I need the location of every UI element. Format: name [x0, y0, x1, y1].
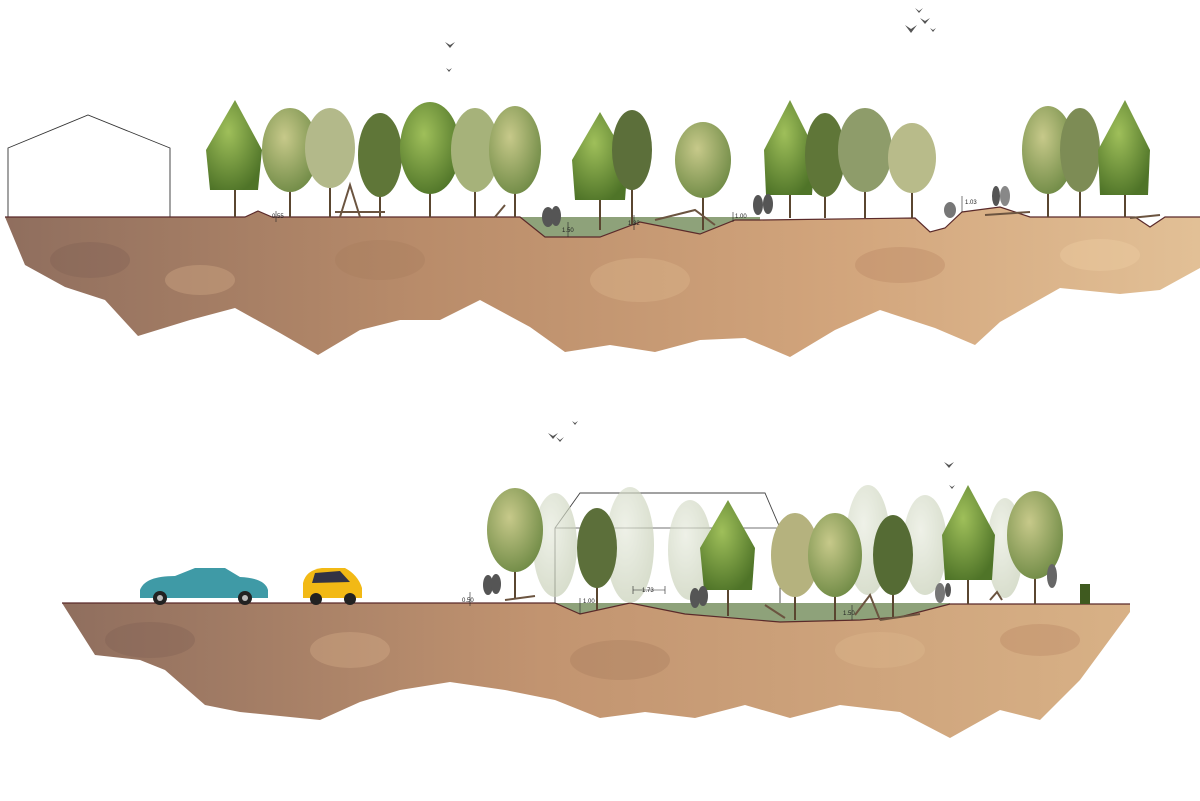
tree-row-top	[206, 100, 1150, 230]
tree	[358, 113, 402, 217]
soil-texture-bottom	[105, 622, 1080, 680]
tree	[451, 108, 499, 217]
tree	[838, 108, 892, 218]
tree	[700, 500, 755, 616]
tree	[888, 123, 936, 218]
ground-line-bottom	[62, 602, 1130, 623]
birds-bottom	[548, 421, 955, 489]
svg-text:1.50: 1.50	[843, 611, 855, 617]
grass-dip-1	[520, 217, 760, 237]
tree-row-bottom-faded	[533, 485, 1023, 603]
tree	[1007, 491, 1063, 604]
tree	[572, 112, 628, 230]
tree	[1022, 106, 1074, 217]
tree	[942, 485, 995, 604]
tree	[675, 122, 731, 230]
svg-text:1.00: 1.00	[583, 599, 595, 605]
svg-text:0.55: 0.55	[272, 214, 284, 220]
svg-text:0.50: 0.50	[462, 598, 474, 604]
tree	[400, 102, 460, 217]
dimension-4: 1.00	[732, 212, 747, 222]
section-top: 0.55 1.50 1.32 1.00 1.03	[5, 8, 1200, 357]
birds-top	[445, 8, 936, 72]
ground-line	[5, 206, 1200, 238]
log-structures-top	[335, 181, 1161, 226]
dimension-b2: 1.00	[579, 598, 595, 614]
tree	[805, 113, 845, 218]
soil-mass-bottom	[62, 603, 1130, 738]
dimension-b3: 1.73	[632, 586, 666, 594]
dimension-b1: 0.50	[462, 592, 474, 606]
house-outline	[7, 114, 171, 217]
soil-texture	[50, 239, 1140, 302]
dimension-1: 0.55	[272, 211, 284, 222]
tree	[262, 108, 318, 217]
tree-row-bottom	[487, 485, 1063, 620]
tree	[1098, 100, 1150, 217]
tree	[206, 100, 262, 217]
dimension-b4: 1.50	[843, 605, 855, 620]
tree	[489, 106, 541, 217]
teal-convertible-car	[140, 568, 268, 605]
tree	[873, 515, 913, 618]
people-bottom	[483, 564, 1057, 608]
people-top	[542, 186, 1010, 227]
bin	[1080, 584, 1090, 604]
tree	[808, 513, 862, 620]
log-structures-bottom	[504, 590, 1003, 621]
soil-mass	[5, 207, 1200, 357]
yellow-hatchback-car	[303, 568, 362, 605]
svg-text:1.03: 1.03	[965, 200, 977, 206]
tree	[577, 508, 617, 610]
svg-text:1.73: 1.73	[642, 588, 654, 594]
tree	[487, 488, 543, 598]
tree	[771, 513, 819, 620]
section-bottom: 0.50 1.00 1.73 1.50	[62, 421, 1130, 738]
dimension-5: 1.03	[961, 196, 977, 212]
dimension-2: 1.50	[562, 222, 574, 237]
svg-text:1.32: 1.32	[628, 221, 640, 227]
dimension-3: 1.32	[628, 215, 640, 230]
tree	[305, 108, 355, 217]
svg-text:1.50: 1.50	[562, 228, 574, 234]
tree	[1060, 108, 1100, 217]
tree	[764, 100, 815, 218]
tree	[612, 110, 652, 225]
svg-text:1.00: 1.00	[735, 214, 747, 220]
